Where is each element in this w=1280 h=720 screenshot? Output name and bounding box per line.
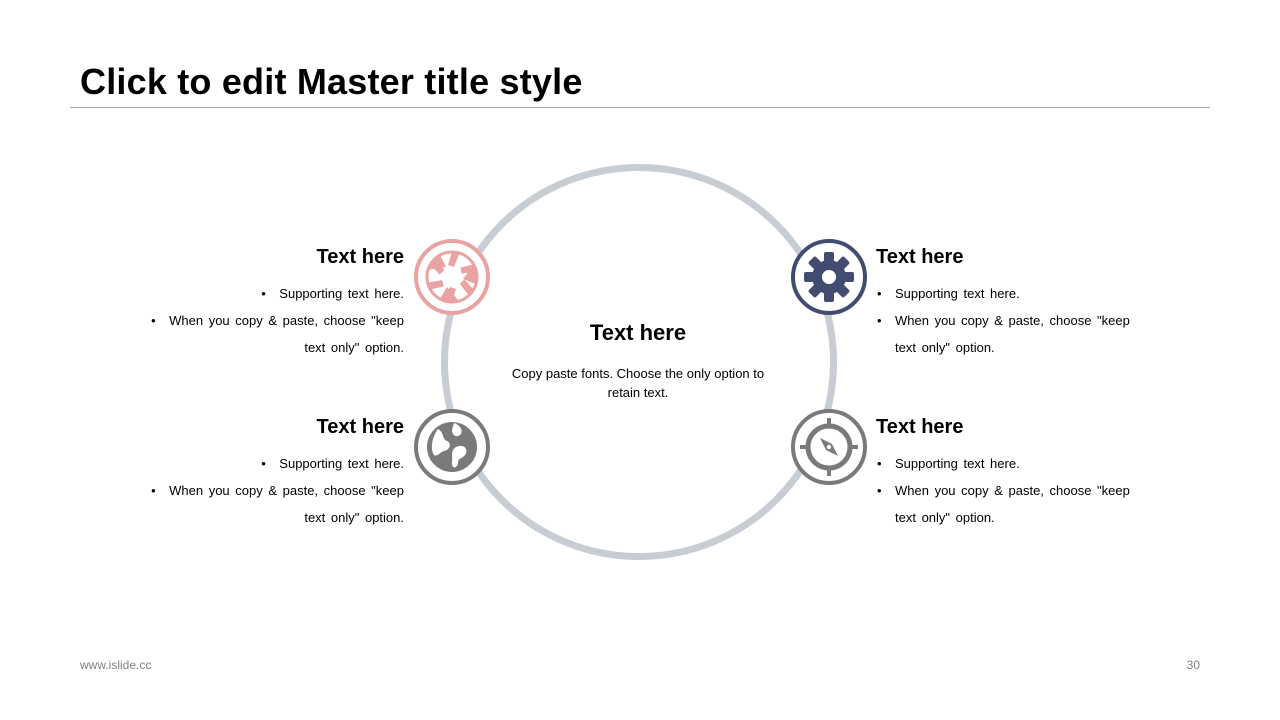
block-title[interactable]: Text here [876, 246, 964, 268]
gear-icon [804, 252, 854, 302]
list-item[interactable]: When you copy & paste, choose "keep text… [876, 477, 1156, 531]
list-item: • When you copy & paste, choose "keep tex… [124, 477, 404, 531]
bullet-list: Supporting text here. When you copy & pa… [876, 280, 1156, 361]
block-title[interactable]: Text here [876, 416, 964, 438]
text-block-bottom-left: Text here • Supporting text here. • When y… [124, 414, 404, 531]
center-title[interactable]: Text here [589, 320, 687, 345]
text-block-bottom-right: Text here Supporting text here. When you… [876, 414, 1156, 531]
bullet-icon: • [261, 286, 266, 301]
bullet-list: • Supporting text here. • When you copy & … [124, 280, 404, 361]
list-item[interactable]: When you copy & paste, choose "keep text… [876, 307, 1156, 361]
bullet-list: • Supporting text here. • When you copy & … [124, 450, 404, 531]
bullet-icon: • [261, 456, 266, 471]
globe-icon-ring [414, 409, 490, 485]
bullet-text[interactable]: Supporting text here. [279, 286, 404, 301]
compass-icon-ring [791, 409, 867, 485]
aperture-icon [425, 250, 479, 304]
list-item[interactable]: Supporting text here. [876, 280, 1156, 307]
list-item: • Supporting text here. [124, 450, 404, 477]
gear-icon-ring [791, 239, 867, 315]
text-block-top-right: Text here Supporting text here. When you… [876, 244, 1156, 361]
globe-icon [427, 422, 477, 472]
bullet-list: Supporting text here. When you copy & pa… [876, 450, 1156, 531]
compass-icon [800, 418, 858, 476]
bullet-text[interactable]: When you copy & paste, choose "keep text… [169, 313, 404, 355]
aperture-icon-ring [414, 239, 490, 315]
center-body[interactable]: Copy paste fonts. Choose the only option… [511, 366, 765, 400]
bullet-icon: • [151, 483, 156, 498]
bullet-text[interactable]: Supporting text here. [279, 456, 404, 471]
page-number: 30 [1186, 658, 1200, 672]
block-title[interactable]: Text here [316, 246, 404, 268]
slide-title[interactable]: Click to edit Master title style [80, 61, 583, 102]
footer-url[interactable]: www.islide.cc [80, 658, 152, 672]
center-ring [441, 164, 837, 560]
list-item: • Supporting text here. [124, 280, 404, 307]
title-divider [70, 107, 1210, 108]
bullet-icon: • [151, 313, 156, 328]
bullet-text[interactable]: When you copy & paste, choose "keep text… [169, 483, 404, 525]
list-item: • When you copy & paste, choose "keep tex… [124, 307, 404, 361]
text-block-top-left: Text here • Supporting text here. • When y… [124, 244, 404, 361]
list-item[interactable]: Supporting text here. [876, 450, 1156, 477]
block-title[interactable]: Text here [316, 416, 404, 438]
